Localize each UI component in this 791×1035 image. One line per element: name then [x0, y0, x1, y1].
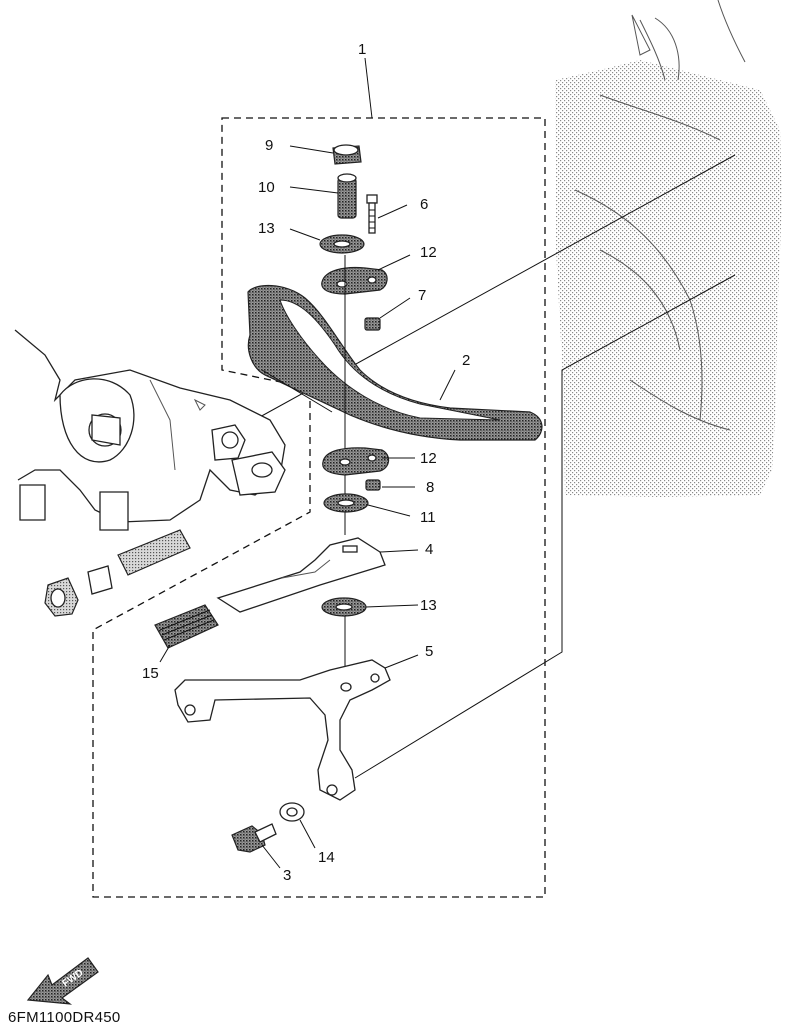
part-15-grommet [154, 604, 219, 649]
callout-5: 5 [425, 643, 433, 660]
part-4-link-plate [216, 537, 386, 613]
callout-7: 7 [418, 287, 426, 304]
part-3-bolt [231, 823, 277, 853]
throttle-body-assembly [14, 329, 286, 531]
part-10-collar [337, 173, 357, 219]
part-9-nut [332, 144, 362, 165]
callout-2: 2 [462, 352, 470, 369]
part-13-washer-upper [319, 234, 365, 254]
callout-1: 1 [358, 41, 366, 58]
engine-background-silhouette [555, 0, 782, 497]
part-12-plate-upper [321, 266, 388, 295]
callout-11: 11 [420, 509, 436, 526]
callout-13-upper: 13 [258, 220, 275, 237]
part-7-collar [364, 317, 381, 331]
forward-arrow-icon: FWD [26, 957, 99, 1005]
guide-line-lower [354, 274, 736, 779]
callout-6: 6 [420, 196, 428, 213]
part-11-washer [323, 493, 369, 513]
callout-10: 10 [258, 179, 275, 196]
callout-3: 3 [283, 867, 291, 884]
callout-9: 9 [265, 137, 273, 154]
callout-labels: 1 9 10 6 13 12 7 2 12 8 11 4 13 5 15 14 … [142, 41, 470, 884]
part-14-washer [279, 802, 305, 822]
callout-13-lower: 13 [420, 597, 437, 614]
part-13-washer-lower [321, 597, 367, 617]
pin-and-fasteners-left [44, 529, 191, 617]
part-12-plate-lower [322, 447, 390, 476]
callout-leaders [159, 57, 456, 869]
part-5-lever-bracket [174, 659, 391, 801]
callout-14: 14 [318, 849, 335, 866]
callout-12-upper: 12 [420, 244, 437, 261]
callout-4: 4 [425, 541, 433, 558]
part-6-bolt [366, 194, 378, 234]
callout-12-lower: 12 [420, 450, 437, 467]
part-8-collar [365, 479, 381, 491]
callout-8: 8 [426, 479, 434, 496]
kit-boundary-dashed [92, 117, 546, 898]
part-2-bracket [247, 284, 543, 441]
callout-15: 15 [142, 665, 159, 682]
drawing-code: 6FM1100DR450 [8, 1009, 121, 1026]
